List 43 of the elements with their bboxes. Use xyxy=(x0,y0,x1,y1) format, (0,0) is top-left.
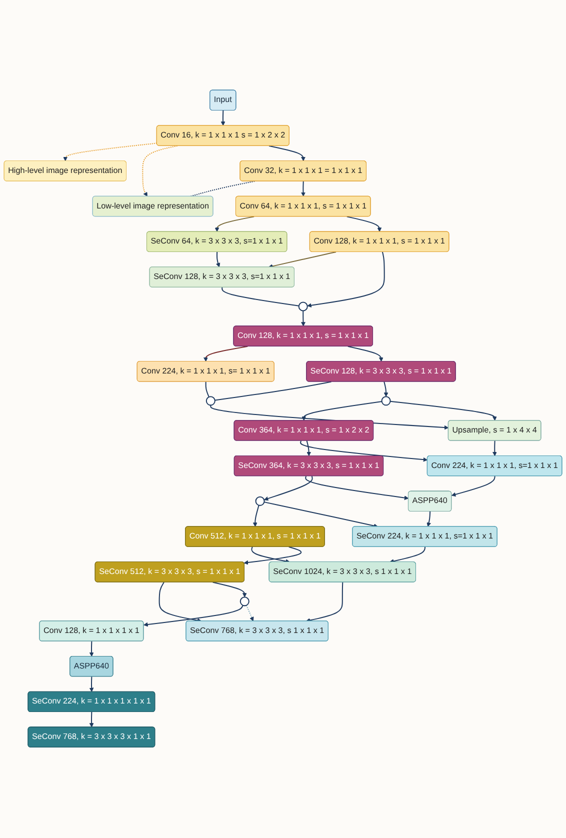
arrow xyxy=(216,252,220,268)
arrow xyxy=(89,712,94,728)
connector xyxy=(190,181,255,198)
arrow xyxy=(244,546,302,566)
arrow xyxy=(306,441,312,457)
arrow xyxy=(220,110,226,126)
arrow xyxy=(89,642,94,658)
node-circle xyxy=(255,496,265,506)
connector xyxy=(205,382,210,398)
node-circle xyxy=(240,597,250,607)
arrow xyxy=(390,547,426,564)
arrow xyxy=(264,502,378,528)
arrow xyxy=(348,346,384,362)
arrow xyxy=(252,506,260,528)
arrow xyxy=(301,182,306,197)
arrow xyxy=(63,143,157,162)
arrow xyxy=(346,216,382,232)
arrow xyxy=(492,441,497,457)
node-circle xyxy=(206,396,216,406)
arrow xyxy=(384,382,388,398)
arrow xyxy=(307,252,385,308)
arrow xyxy=(246,606,254,622)
node-circle xyxy=(381,396,391,406)
arrow xyxy=(268,146,306,162)
arrow xyxy=(426,512,431,528)
node-circle xyxy=(298,302,308,312)
arrow xyxy=(300,441,428,462)
arrow xyxy=(305,476,409,500)
arrow xyxy=(214,216,254,232)
arrow xyxy=(144,606,244,628)
arrow xyxy=(302,401,382,422)
arrow xyxy=(451,476,496,497)
arrow xyxy=(264,476,313,502)
arrow xyxy=(158,582,202,623)
arrow xyxy=(212,582,247,598)
connector xyxy=(222,288,299,307)
arrow xyxy=(301,311,306,327)
arrow xyxy=(89,677,94,692)
arrow xyxy=(268,252,336,269)
arrow xyxy=(306,582,344,623)
connector xyxy=(214,382,332,402)
arrow xyxy=(390,401,497,422)
arrow xyxy=(251,547,290,564)
